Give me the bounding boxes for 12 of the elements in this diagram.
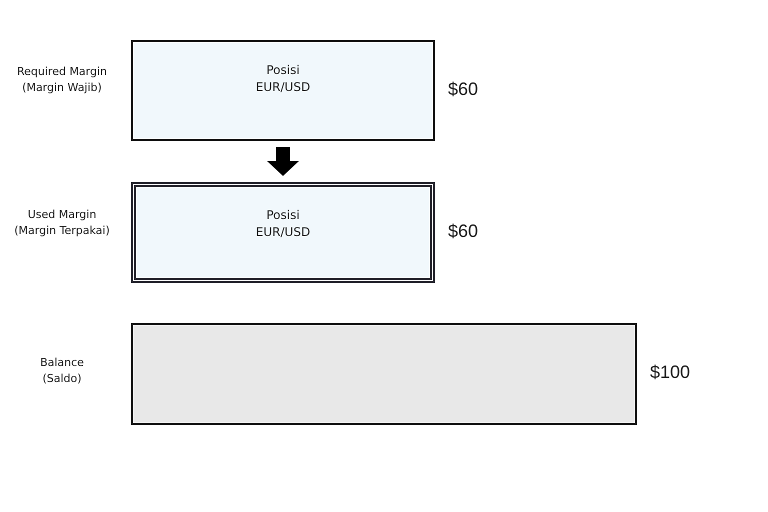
row-label: Required Margin (Margin Wajib) (16, 64, 108, 96)
position-box (131, 40, 435, 141)
row-label: Used Margin (Margin Terpakai) (13, 207, 111, 239)
amount-label: $60 (448, 220, 478, 242)
row-label: Balance (Saldo) (39, 355, 85, 387)
box-label: Posisi EUR/USD (254, 62, 312, 96)
arrow (267, 147, 299, 176)
position-box (131, 182, 435, 283)
amount-label: $100 (650, 361, 690, 383)
balance-bar (131, 323, 637, 425)
box-label: Posisi EUR/USD (254, 207, 312, 241)
amount-label: $60 (448, 78, 478, 100)
